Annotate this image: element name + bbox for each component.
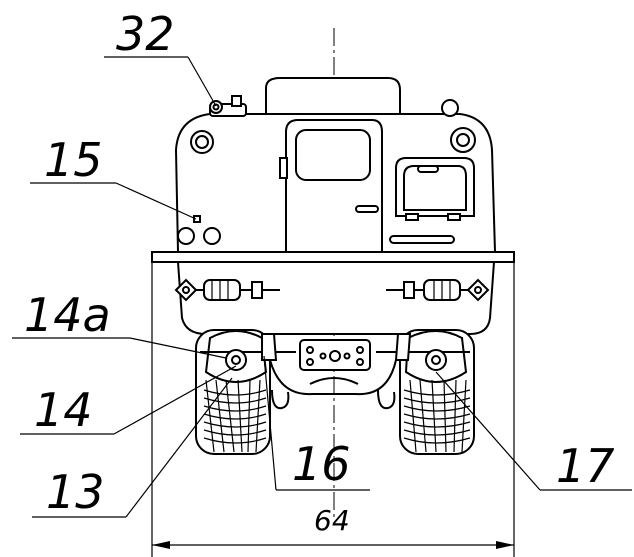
right-beacon	[441, 99, 459, 117]
dim-arrow-right	[496, 541, 514, 549]
leader-32	[187, 56, 217, 107]
leader-14a	[129, 337, 227, 359]
label-14: 14	[34, 383, 93, 437]
part-32-fitting	[209, 95, 247, 117]
label-16: 16	[292, 437, 351, 491]
fender-plate	[151, 251, 515, 263]
left-headlight-1	[177, 227, 195, 245]
label-15: 15	[44, 133, 103, 187]
lower-hull	[176, 261, 496, 335]
left-tow-hook	[271, 389, 290, 410]
side-window	[395, 157, 475, 217]
left-headlight-2	[203, 227, 221, 245]
right-wheel	[376, 329, 475, 455]
left-wheel	[195, 329, 296, 455]
door-window	[295, 129, 371, 181]
dimension-value: 64	[314, 504, 350, 537]
leader-13	[125, 377, 233, 518]
label-32: 32	[116, 7, 175, 61]
dim-arrow-left	[152, 541, 170, 549]
leader-14	[113, 365, 237, 435]
top-right-lamp	[450, 127, 476, 153]
leader-16	[263, 355, 277, 491]
label-17: 17	[556, 439, 615, 493]
underframe	[269, 359, 397, 396]
tow-plate	[299, 339, 371, 371]
door-hinge-top	[279, 157, 288, 179]
right-tow-hook	[377, 389, 396, 410]
right-light-cluster	[386, 278, 490, 302]
label-13: 13	[46, 465, 105, 519]
leader-17	[435, 371, 541, 491]
leader-15	[115, 182, 197, 220]
top-left-lamp	[190, 130, 214, 154]
step-bar	[389, 235, 455, 244]
label-14a: 14a	[24, 288, 111, 342]
roof-hatch	[265, 77, 401, 116]
part-15-marker	[193, 215, 201, 223]
left-light-cluster	[174, 278, 280, 302]
door-handle	[355, 205, 379, 213]
